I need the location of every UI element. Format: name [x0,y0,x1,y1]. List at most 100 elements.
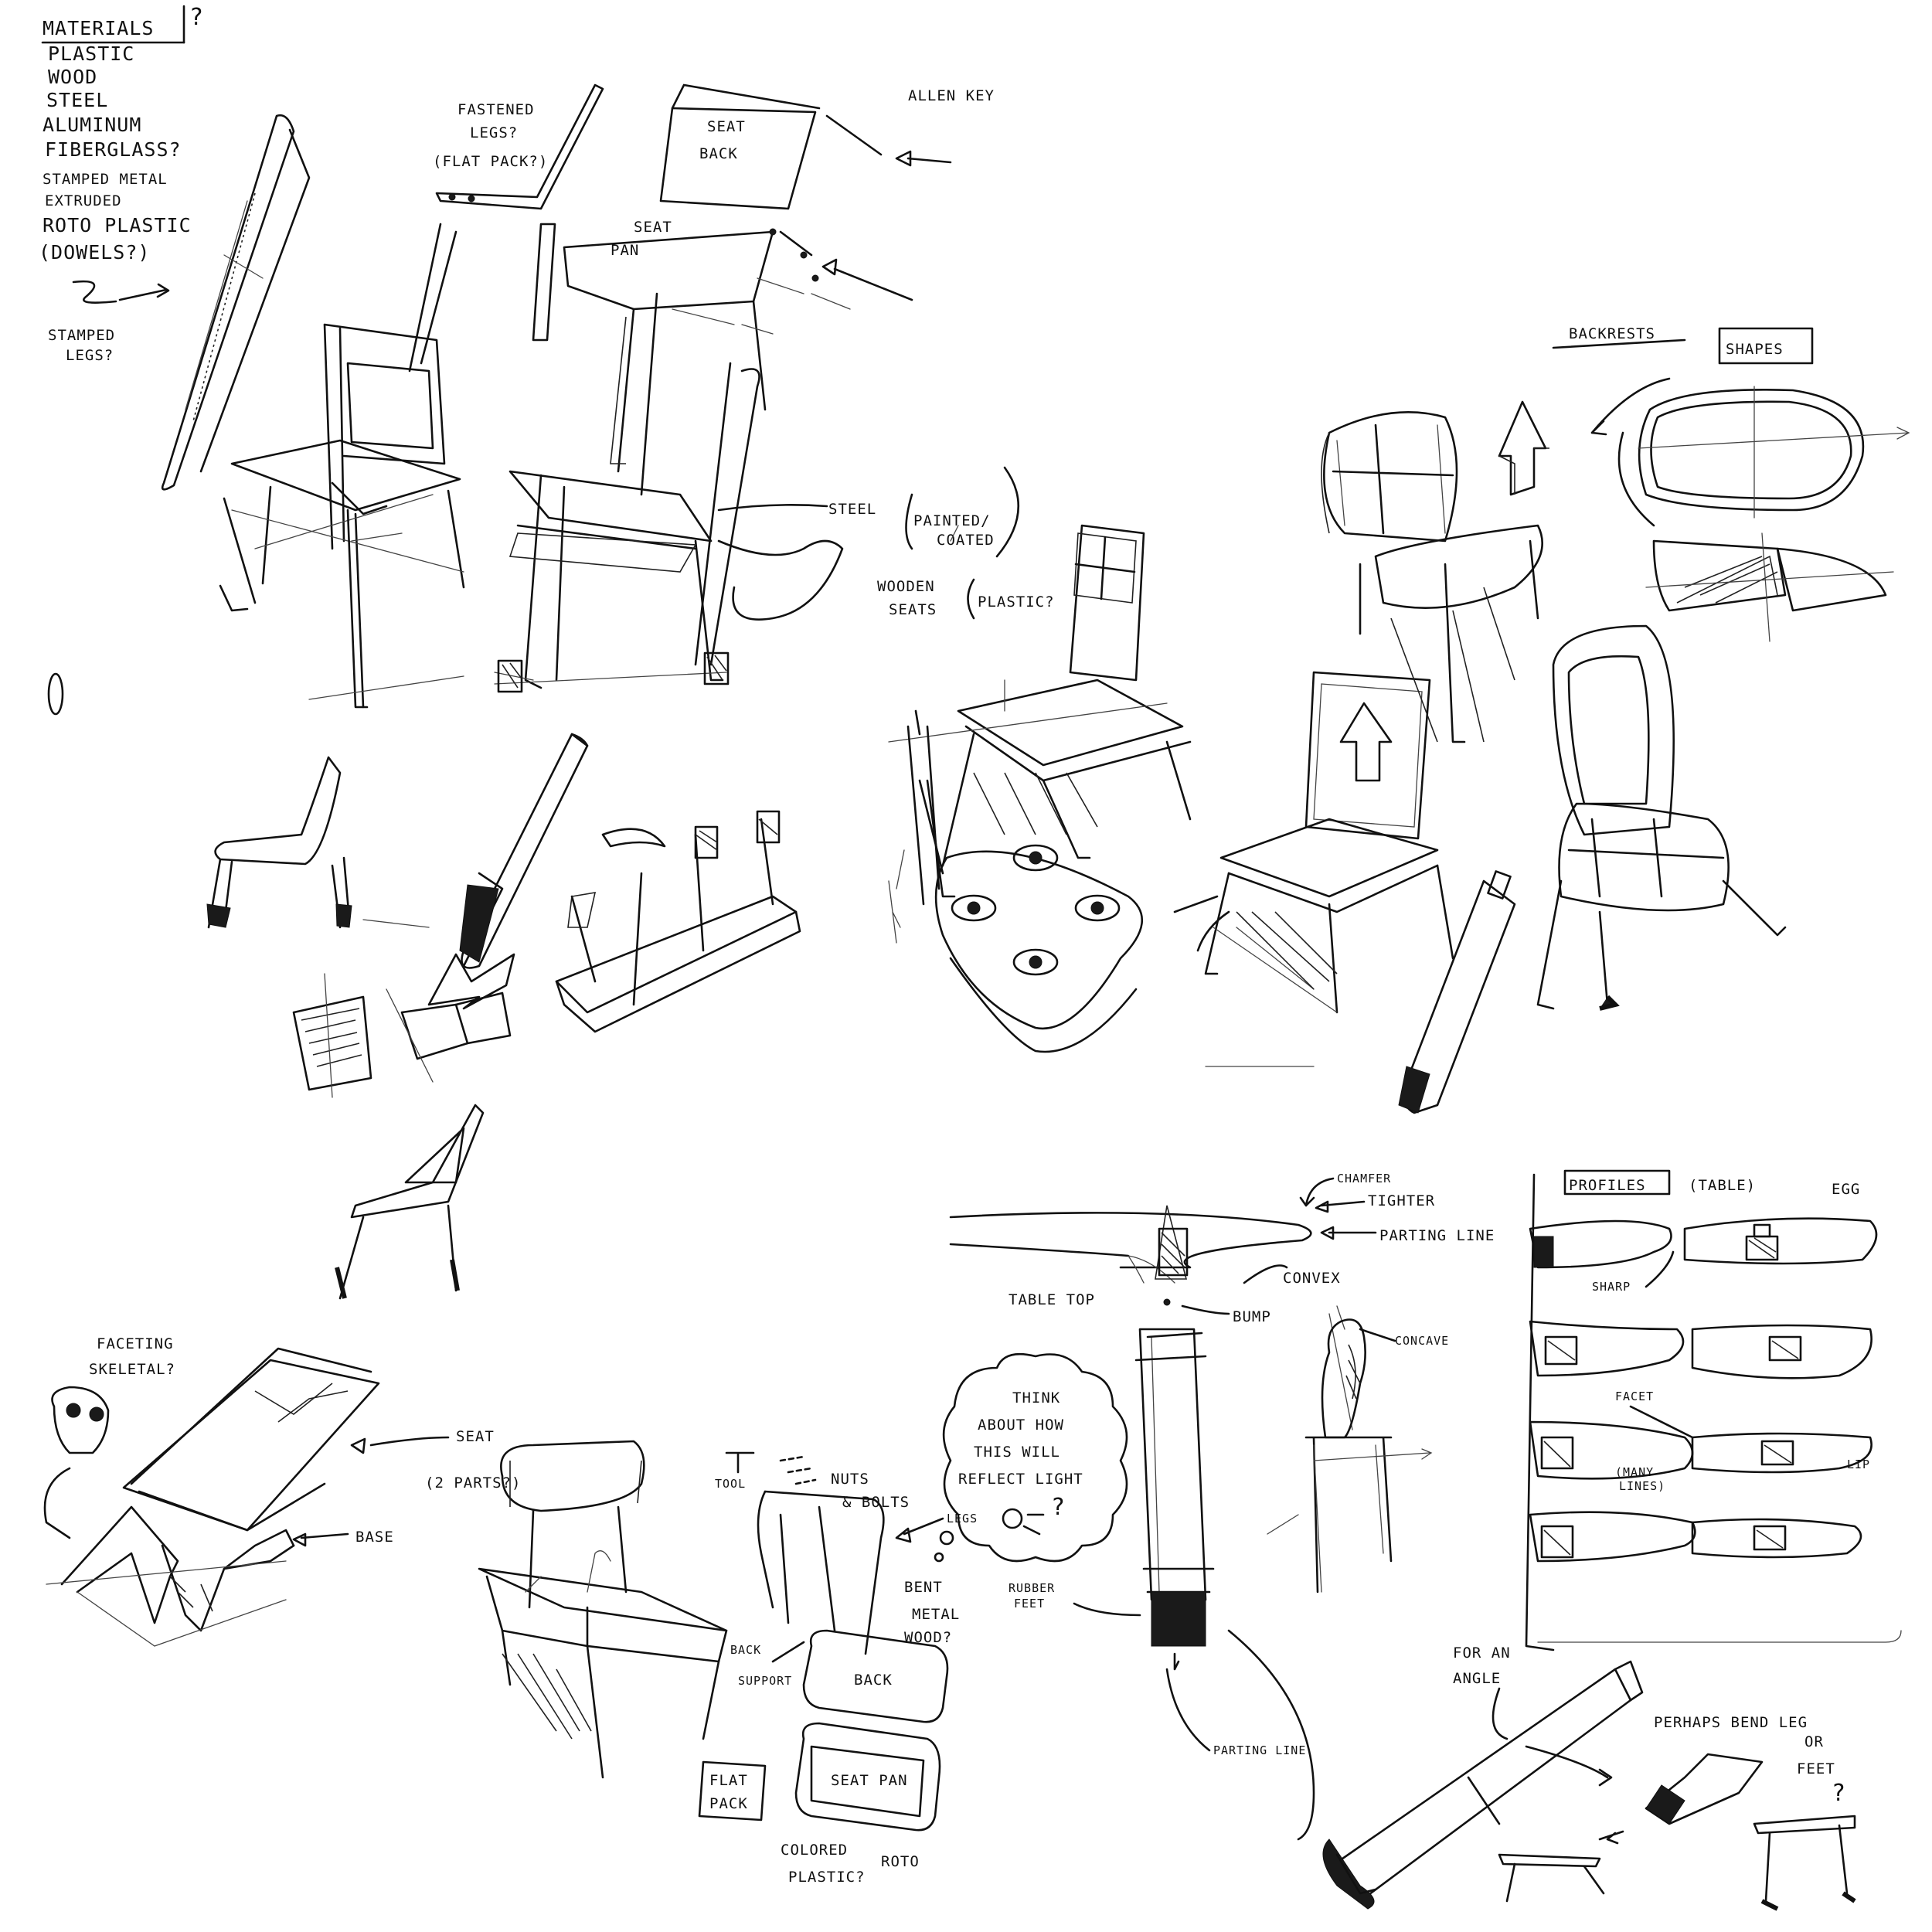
steel-frame-chair-sketch [494,362,760,693]
exploded-chair-sketch: FASTENED LEGS? (FLAT PACK?) SEAT BACK SE… [408,83,995,496]
table-profile-section: CHAMFER TIGHTER PARTING LINE CONVEX TABL… [949,1172,1495,1841]
thought-cloud: THINK ABOUT HOW THIS WILL REFLECT LIGHT … [934,1352,1128,1563]
seat-pan-label-assembly: SEAT PAN [831,1772,908,1789]
material-item: WOOD [48,66,97,88]
faceting-section: FACETING SKELETAL? SEAT (2 PARTS?) BASE [43,1335,521,1647]
steel-label: STEEL [828,501,876,518]
material-item: PLASTIC [48,43,134,65]
bent-metal-label: METAL [912,1606,960,1623]
assembly-parts-sketch: TOOL NUTS & BOLTS LEGS BENT METAL BACK S… [698,1451,978,1886]
chamfer-label: CHAMFER [1337,1172,1391,1185]
wooden-seats-label: WOODEN [877,578,935,595]
nuts-bolts-label: NUTS [831,1471,869,1488]
many-lines-label: LINES) [1619,1479,1665,1493]
flat-pack-label: FLAT [709,1772,748,1789]
backrests-section: BACKRESTS SHAPES [1498,325,1910,642]
lightbulb-icon [1002,1508,1023,1529]
seat-back-label: BACK [699,145,738,162]
angled-leg-sketch [427,733,666,1010]
concave-detail: CONCAVE [1304,1305,1449,1594]
rubber-feet-label: FEET [1014,1597,1045,1611]
armchair-sketch [219,323,465,709]
stamped-legs-label: LEGS? [66,347,114,364]
fastened-legs-label: FASTENED [457,101,535,118]
leg-notes-mark: ? [1832,1780,1846,1807]
wooden-seats-label: SEATS [889,601,937,618]
roto-label: ROTO [881,1853,920,1870]
sharp-label: SHARP [1592,1280,1631,1294]
painted-label: PAINTED/ [913,512,991,529]
wing-back-chair-sketch [1321,411,1544,743]
perhaps-label: OR [1804,1733,1824,1750]
for-an-angle-label: FOR AN [1453,1645,1511,1662]
backrests-heading: BACKRESTS [1569,325,1655,342]
back-support-label: SUPPORT [738,1674,792,1688]
many-lines-label: (MANY [1615,1465,1654,1479]
wooden-seat-chair-sketch [888,524,1192,898]
padded-seat-sketch [888,709,1144,1053]
legs-label: LEGS [947,1512,978,1526]
materials-notes: MATERIALS ? PLASTIC WOOD STEEL ALUMINUM … [39,4,204,364]
shapes-label: SHAPES [1726,341,1784,358]
thought-text: REFLECT LIGHT [958,1471,1083,1488]
seat-pan-label: SEAT [634,219,672,236]
connector-lines [896,679,1315,1535]
steel-note: STEEL PAINTED/ COATED WOODEN SEATS PLAST… [717,466,1055,621]
stamped-legs-label: STAMPED [48,327,115,344]
material-item: EXTRUDED [45,192,122,209]
thought-mark: ? [1051,1494,1066,1521]
wood-label: WOOD? [904,1629,952,1646]
profiles-table-label: (TABLE) [1689,1177,1756,1194]
stamped-leg-sketch [47,114,311,716]
seat-back-label: SEAT [707,118,746,135]
skull-icon [51,1386,110,1454]
facet-label: FACET [1615,1389,1654,1403]
material-item: ALUMINUM [43,114,141,136]
faceting-title: SKELETAL? [89,1361,175,1378]
material-item: FIBERGLASS? [45,138,182,161]
colored-plastic-label: COLORED [781,1842,848,1859]
material-item: STAMPED METAL [43,171,168,188]
perhaps-label: PERHAPS BEND LEG [1654,1714,1808,1731]
convex-label: CONVEX [1283,1270,1341,1287]
faceting-title: FACETING [97,1335,174,1352]
materials-heading-mark: ? [189,4,204,31]
back-support-label: BACK [730,1643,761,1657]
fastened-legs-label: (FLAT PACK?) [433,153,548,170]
egg-label: EGG [1832,1181,1860,1198]
bump-label: BUMP [1233,1308,1271,1325]
allen-key-label: ALLEN KEY [908,87,995,104]
arrow-back-chair-sketch [1173,671,1454,1014]
bench-base-sketch [555,810,801,1033]
tool-label: TOOL [715,1477,746,1491]
table-top-label: TABLE TOP [1009,1291,1095,1308]
material-item: (DOWELS?) [39,241,150,264]
for-an-angle-label: ANGLE [1453,1670,1501,1687]
fastened-legs-label: LEGS? [470,124,518,141]
wire-chair-sketch [335,1104,485,1300]
concave-label: CONCAVE [1395,1334,1449,1348]
back-label: BACK [854,1672,893,1689]
lip-label: LIP [1847,1458,1870,1471]
leg-joint-detail-sketch [292,973,512,1098]
nuts-bolts-label: & BOLTS [842,1494,910,1511]
upholstered-chair-sketch [1536,624,1787,1011]
seat-pan-label: PAN [611,242,639,259]
thought-text: THIS WILL [974,1444,1060,1461]
material-item: STEEL [46,89,108,111]
base-label: BASE [355,1529,394,1546]
cube-chair-sketch [478,1440,728,1779]
profiles-heading: PROFILES [1569,1177,1646,1194]
two-parts-label: (2 PARTS?) [425,1475,521,1492]
material-item: ROTO PLASTIC [43,214,192,236]
cutter-sketch [1398,870,1516,1114]
tighter-label: TIGHTER [1368,1192,1435,1209]
bent-metal-label: BENT [904,1579,943,1596]
plastic-label: PLASTIC? [978,594,1055,611]
thought-text: ABOUT HOW [978,1417,1064,1434]
colored-plastic-label: PLASTIC? [788,1869,866,1886]
thought-text: THINK [1012,1389,1060,1406]
rubber-feet-label: RUBBER [1009,1581,1055,1595]
parting-line-label: PARTING LINE [1379,1227,1495,1244]
